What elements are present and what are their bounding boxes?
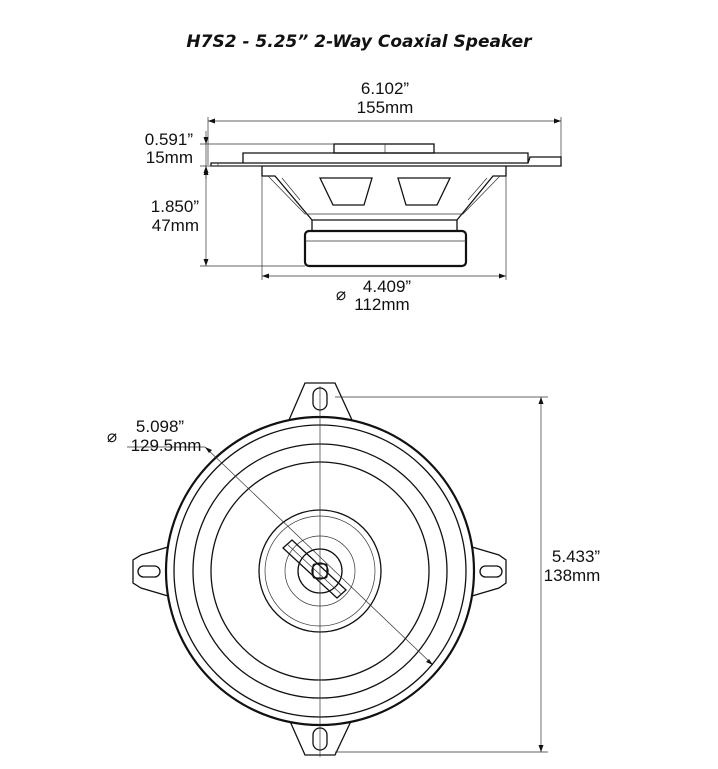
speaker-flange <box>210 143 562 167</box>
cone-diameter-mm: 129.5mm <box>131 436 202 455</box>
speaker-magnet <box>303 220 468 268</box>
flange-thickness-inch: 0.591” <box>145 130 194 149</box>
cone-diameter-dimension <box>127 446 434 666</box>
overall-width-dimension <box>207 117 562 165</box>
flange-thickness-dimension <box>200 131 334 179</box>
mount-depth-dimension <box>200 168 305 267</box>
cutout-diameter-inch: 4.409” <box>363 277 412 296</box>
speaker-basket <box>261 166 507 221</box>
overall-height-dimension <box>335 396 548 753</box>
cone-diameter-inch: 5.098” <box>136 417 185 436</box>
drawing-title: H7S2 - 5.25” 2-Way Coaxial Speaker <box>186 32 533 52</box>
mount-depth-mm: 47mm <box>152 216 199 235</box>
overall-height-mm: 138mm <box>544 566 601 585</box>
side-view: 6.102” 155mm 0.591” 15mm <box>145 79 562 314</box>
mount-depth-inch: 1.850” <box>151 197 200 216</box>
overall-width-inch: 6.102” <box>361 79 410 98</box>
cutout-diameter-symbol: ⌀ <box>336 285 346 304</box>
front-view: ⌀ 5.098” 129.5mm 5.433” 138mm <box>107 382 601 757</box>
flange-thickness-mm: 15mm <box>146 148 193 167</box>
overall-width-mm: 155mm <box>357 98 414 117</box>
overall-height-inch: 5.433” <box>552 547 601 566</box>
cutout-diameter-dimension <box>261 176 507 280</box>
cutout-diameter-mm: 112mm <box>354 295 409 314</box>
cone-diameter-symbol: ⌀ <box>107 427 117 446</box>
